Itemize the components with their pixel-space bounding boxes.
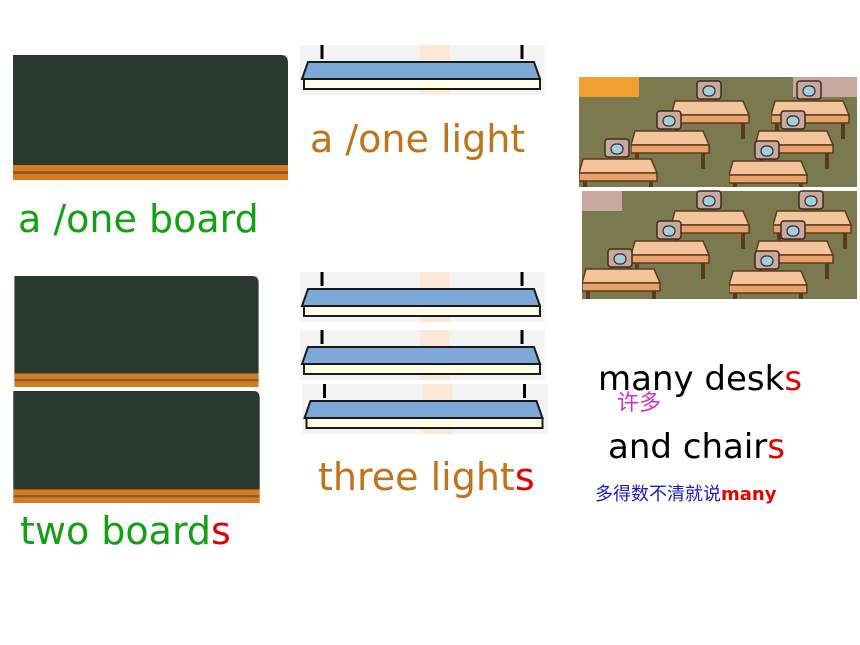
many-desks-stem: many desk [598,359,785,399]
many-desks-label: many desks [598,362,802,396]
two-boards-stem: two board [20,509,212,553]
blackboard-icon [13,55,288,180]
classroom-desks-image [579,77,857,299]
blackboard-icon [13,276,260,387]
many-usage-note-text: 多得数不清就说 [595,484,721,505]
three-lights-label: three lights [318,458,535,496]
one-board-label: a /one board [18,197,259,241]
classroom-panel-top [579,77,857,199]
three-lights-stem: three light [318,455,515,499]
and-chairs-stem: and chair [608,427,768,467]
and-chairs-label: and chairs [608,430,785,464]
two-boards-label: two boards [20,512,231,550]
classroom-panel-bottom [582,190,857,299]
one-light-label: a /one light [310,117,526,161]
plural-s: s [767,427,785,467]
plural-s: s [211,509,231,553]
ceiling-light-icon [300,384,550,434]
many-gloss: 许多 [617,391,662,416]
ceiling-light-icon [300,45,545,95]
plural-s: s [514,455,535,499]
ceiling-light-icon [300,330,545,380]
plural-s: s [784,359,803,399]
many-usage-note: 多得数不清就说many [595,486,776,504]
blackboard-icon [13,391,260,503]
many-usage-note-word: many [721,484,777,505]
ceiling-light-icon [300,272,545,322]
